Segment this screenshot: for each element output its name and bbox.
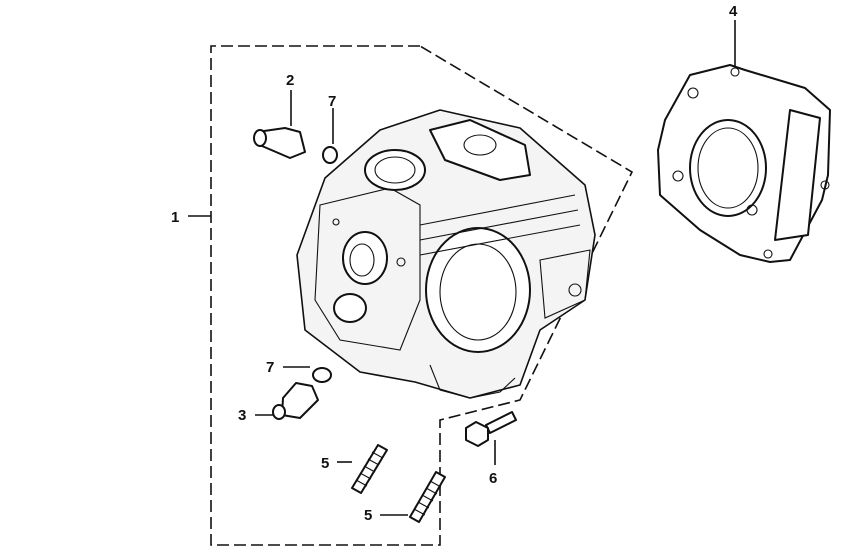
callout-5-lower: 5 <box>364 507 372 524</box>
callout-2: 2 <box>286 72 294 89</box>
callout-6: 6 <box>489 470 497 487</box>
callout-7-upper: 7 <box>328 93 336 110</box>
callout-1: 1 <box>171 209 179 226</box>
stud-bolt-upper <box>337 444 388 494</box>
fitting-part-2 <box>253 90 306 159</box>
fitting-part-3 <box>255 382 319 420</box>
head-gasket <box>657 20 831 263</box>
stud-bolt-lower <box>380 471 446 523</box>
callout-5-upper: 5 <box>321 455 329 472</box>
cylinder-head <box>296 109 596 399</box>
flange-bolt <box>465 411 517 465</box>
callout-4: 4 <box>729 3 738 20</box>
callout-3: 3 <box>238 407 246 424</box>
callout-7-lower: 7 <box>266 359 274 376</box>
assembly-bracket <box>188 45 634 546</box>
o-ring-upper <box>322 108 338 164</box>
o-ring-lower <box>283 366 332 383</box>
